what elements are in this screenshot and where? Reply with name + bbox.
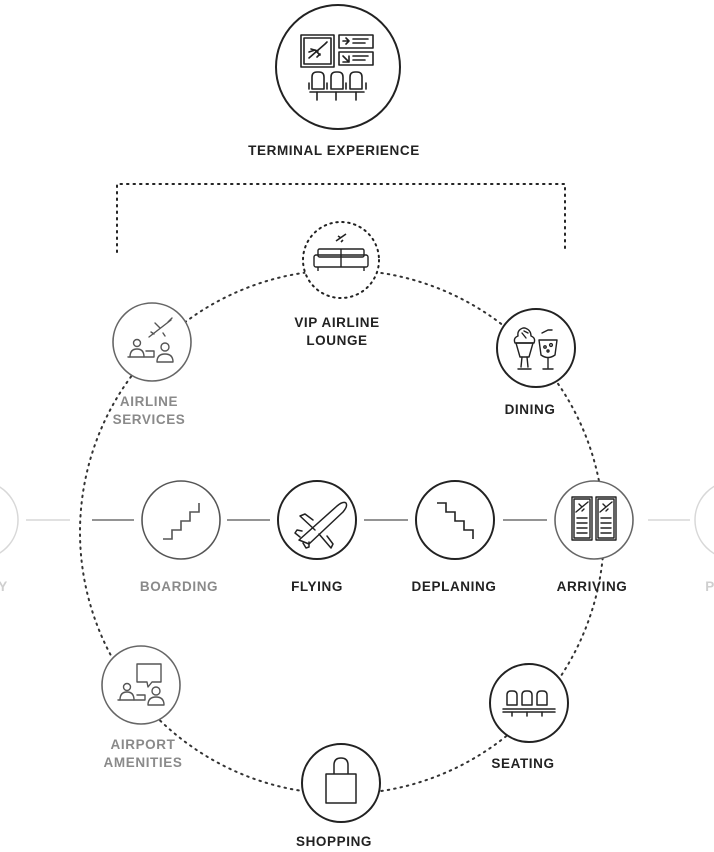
vip-lounge-node [302,221,380,299]
seat-row-icon [502,690,556,717]
stairs-down-icon [437,502,474,539]
arriving-node [554,480,634,560]
shopping-bag-icon [325,757,357,804]
sundae-drink-icon [513,327,558,370]
left-partial-node [0,486,19,554]
airline-services-node [112,302,192,382]
seating-label: SEATING [491,756,555,771]
stairs-up-icon [163,503,200,540]
boarding-node [141,480,221,560]
terminal-experience-node [275,4,401,130]
airport-amenities-node [101,645,181,725]
agent-desk-plane-icon [127,317,174,363]
terminal-experience-label: TERMINAL EXPERIENCE [248,143,420,158]
seating-node [489,663,569,743]
deplaning-label: DEPLANING [411,579,497,594]
flight-board-icon [571,496,617,541]
vip-lounge-label: VIP AIRLINE LOUNGE [294,315,380,348]
shopping-node [301,743,381,823]
flying-node [277,480,357,560]
terminal-bracket [116,183,566,253]
deplaning-node [415,480,495,560]
flying-label: FLYING [291,579,343,594]
left-partial-label: Y [0,579,8,594]
right-partial-label: P [705,579,714,594]
help-desk-chat-icon [117,663,165,706]
arriving-label: ARRIVING [556,579,628,594]
dining-label: DINING [504,402,556,417]
lounge-sofa-plane-icon [313,233,369,271]
airport-amenities-label: AIRPORT AMENITIES [103,737,183,770]
terminal-board-seats-icon [300,34,374,101]
dining-node [496,308,576,388]
airplane-icon [294,501,348,549]
right-partial-node [694,485,714,555]
airline-services-label: AIRLINE SERVICES [112,394,186,427]
boarding-label: BOARDING [139,579,219,594]
shopping-label: SHOPPING [295,834,373,849]
